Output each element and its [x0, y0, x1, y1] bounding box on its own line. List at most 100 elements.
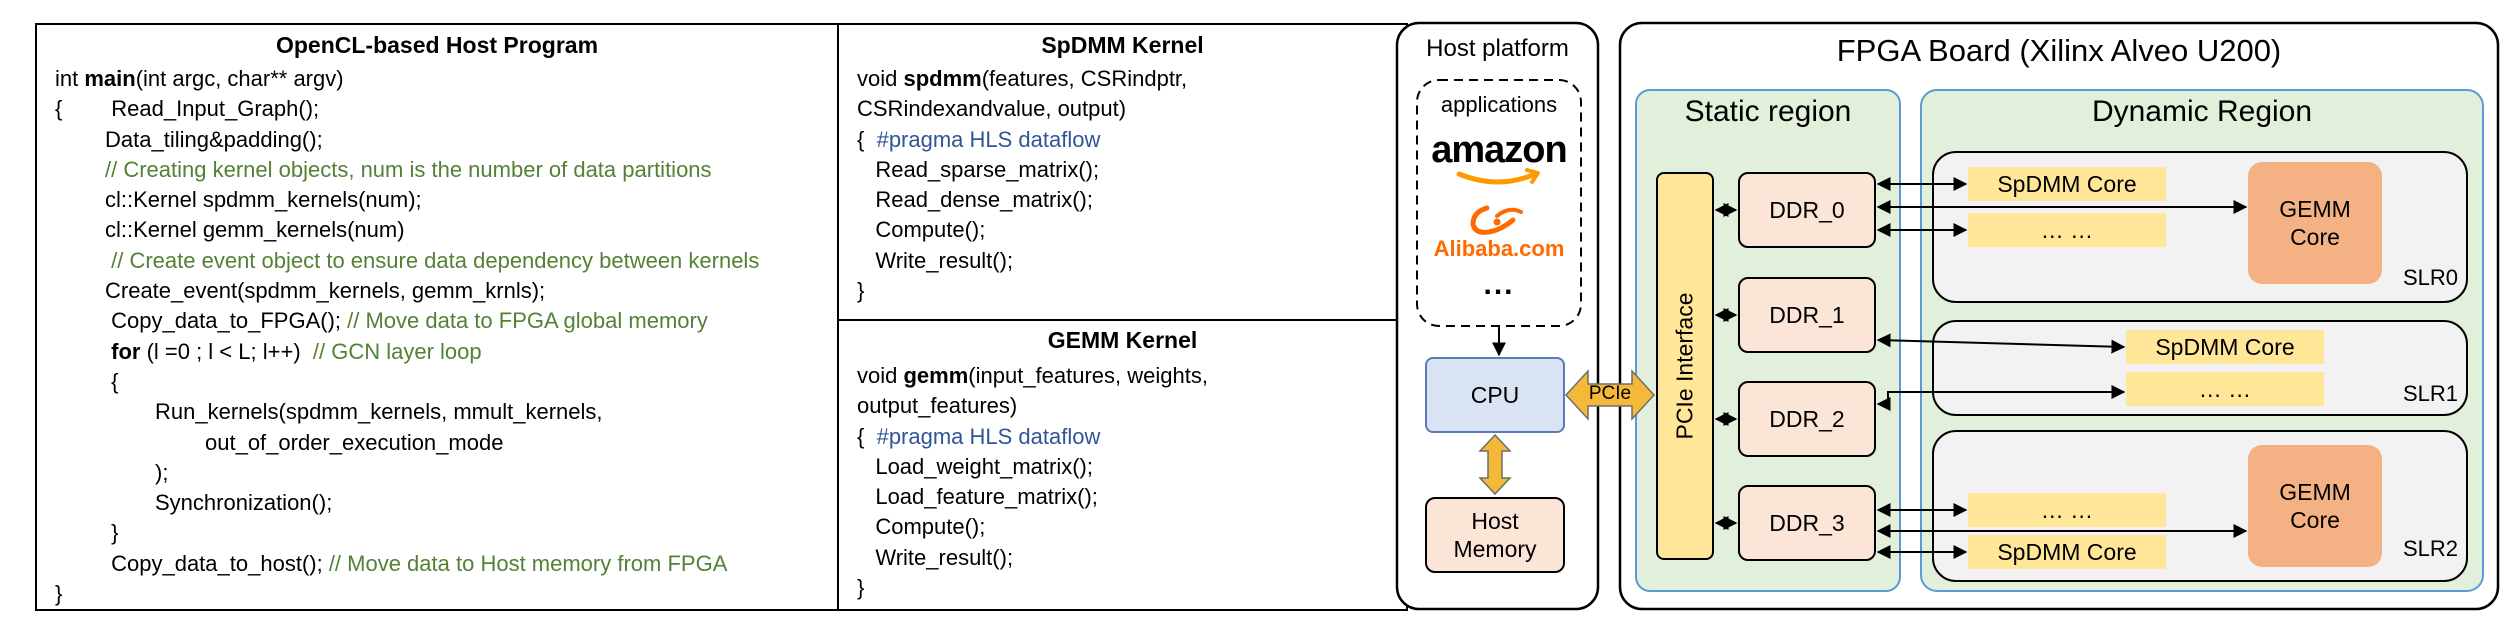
- code-text: Compute();: [857, 217, 986, 243]
- code-comment: // GCN layer loop: [312, 338, 482, 364]
- spdmm-kernel-panel: SpDMM Kernel void spdmm(features, CSRind…: [837, 23, 1408, 321]
- pcie-link-label: PCIe: [1588, 383, 1632, 404]
- gemm-kernel-code: void gemm(input_features, weights,output…: [857, 361, 1208, 603]
- code-text: Read_dense_matrix();: [857, 187, 1093, 213]
- code-text: {: [105, 368, 119, 394]
- code-line: void gemm(input_features, weights,: [857, 361, 1208, 391]
- host-program-title: OpenCL-based Host Program: [275, 32, 599, 58]
- code-text: Compute();: [857, 514, 986, 540]
- code-line: for (l =0 ; l < L; l++) // GCN layer loo…: [55, 337, 759, 367]
- code-text: {: [857, 126, 877, 152]
- code-keyword: gemm: [903, 363, 969, 388]
- code-line: // Creating kernel objects, num is the n…: [55, 155, 759, 185]
- code-line: { #pragma HLS dataflow: [857, 125, 1187, 155]
- code-line: out_of_order_execution_mode: [55, 428, 759, 458]
- code-comment: // Creating kernel objects, num is the n…: [105, 156, 712, 182]
- slr0-label: SLR0: [2403, 265, 2459, 290]
- code-line: // Create event object to ensure data de…: [55, 246, 759, 276]
- gemm-kernel-panel: GEMM Kernel void gemm(input_features, we…: [837, 319, 1408, 611]
- code-line: }: [857, 276, 1187, 306]
- code-comment: // Create event object to ensure data de…: [105, 247, 760, 273]
- code-comment: // Move data to FPGA global memory: [347, 308, 708, 334]
- code-line: Copy_data_to_FPGA(); // Move data to FPG…: [55, 306, 759, 336]
- cpu-memory-link: [1478, 433, 1512, 496]
- code-line: Read_dense_matrix();: [857, 185, 1187, 215]
- code-text: }: [857, 278, 865, 304]
- code-text: Data_tiling&padding();: [105, 126, 323, 152]
- code-text: }: [55, 581, 63, 607]
- code-line: Run_kernels(spdmm_kernels, mmult_kernels…: [55, 397, 759, 427]
- code-text: Create_event(spdmm_kernels, gemm_krnls);: [105, 278, 546, 304]
- code-text: Read_sparse_matrix();: [857, 156, 1100, 182]
- slr2-gemm-label-line1: GEMM: [2279, 479, 2351, 505]
- slr0-gemm-core: GEMM Core: [2248, 162, 2382, 284]
- code-text: Write_result();: [857, 544, 1014, 570]
- code-text: int: [55, 66, 85, 91]
- amazon-logo: amazon: [1417, 130, 1581, 192]
- code-pragma: #pragma HLS dataflow: [876, 423, 1101, 449]
- code-line: output_features): [857, 391, 1208, 421]
- code-line: { #pragma HLS dataflow: [857, 422, 1208, 452]
- code-text: (input_features, weights,: [968, 363, 1208, 388]
- pcie-link-arrow: [1564, 369, 1656, 421]
- code-line: Write_result();: [857, 543, 1208, 573]
- code-text: { Read_Input_Graph();: [55, 96, 320, 122]
- code-line: }: [55, 518, 759, 548]
- code-line: CSRindexandvalue, output): [857, 94, 1187, 124]
- host-memory-label-line2: Memory: [1453, 536, 1537, 562]
- host-platform-title: Host platform: [1426, 35, 1569, 62]
- ddr2-cores-path: [1876, 385, 2126, 411]
- code-line: Compute();: [857, 512, 1208, 542]
- slr0-spdmm-core: SpDMM Core: [1968, 167, 2166, 201]
- alibaba-wordmark: Alibaba.com: [1433, 236, 1565, 261]
- slr2-more-cores: … …: [1968, 493, 2166, 527]
- code-line: int main(int argc, char** argv): [55, 64, 759, 94]
- amazon-wordmark: amazon: [1431, 129, 1567, 171]
- code-line: Copy_data_to_host(); // Move data to Hos…: [55, 549, 759, 579]
- spdmm-kernel-title: SpDMM Kernel: [1041, 32, 1204, 58]
- code-text: (features, CSRindptr,: [981, 66, 1188, 91]
- code-text: (l =0 ; l < L; l++): [140, 338, 313, 364]
- host-program-code: int main(int argc, char** argv){ Read_In…: [55, 64, 759, 609]
- slr2-gemm-core: GEMM Core: [2248, 445, 2382, 567]
- code-text: CSRindexandvalue, output): [857, 96, 1127, 122]
- code-keyword: main: [84, 66, 136, 91]
- slr0-more-cores: … …: [1968, 213, 2166, 247]
- code-text: Copy_data_to_host();: [105, 550, 329, 576]
- ddr-1-box: DDR_1: [1738, 277, 1876, 353]
- code-keyword: spdmm: [903, 66, 982, 91]
- code-line: Write_result();: [857, 246, 1187, 276]
- ddr-3-box: DDR_3: [1738, 485, 1876, 561]
- slr2-label: SLR2: [2403, 536, 2459, 561]
- code-line: Load_weight_matrix();: [857, 452, 1208, 482]
- code-pragma: #pragma HLS dataflow: [876, 126, 1101, 152]
- code-line: Synchronization();: [55, 488, 759, 518]
- code-line: void spdmm(features, CSRindptr,: [857, 64, 1187, 94]
- alibaba-mark-icon: [1470, 205, 1523, 235]
- code-line: cl::Kernel gemm_kernels(num): [55, 215, 759, 245]
- more-applications-ellipsis: ...: [1483, 268, 1515, 301]
- amazon-smile-icon: [1456, 168, 1540, 185]
- slr0-gemm-label-line2: Core: [2290, 224, 2340, 250]
- code-text: output_features): [857, 393, 1018, 419]
- code-line: Load_feature_matrix();: [857, 482, 1208, 512]
- slr1-spdmm-core: SpDMM Core: [2126, 330, 2324, 364]
- applications-label: applications: [1440, 92, 1558, 117]
- slr1-label: SLR1: [2403, 381, 2459, 406]
- code-text: Run_kernels(spdmm_kernels, mmult_kernels…: [155, 399, 603, 425]
- host-program-panel: OpenCL-based Host Program int main(int a…: [35, 23, 839, 611]
- cpu-box: CPU: [1425, 357, 1565, 433]
- code-text: (int argc, char** argv): [135, 66, 344, 91]
- code-text: Load_weight_matrix();: [857, 453, 1093, 479]
- code-comment: // Move data to Host memory from FPGA: [328, 550, 728, 576]
- alibaba-logo: Alibaba.com: [1417, 198, 1581, 266]
- host-memory-label-line1: Host: [1471, 508, 1519, 534]
- code-line: }: [857, 573, 1208, 603]
- code-line: Compute();: [857, 215, 1187, 245]
- code-text: void: [857, 363, 904, 388]
- code-line: Create_event(spdmm_kernels, gemm_krnls);: [55, 276, 759, 306]
- code-text: Copy_data_to_FPGA();: [105, 308, 348, 334]
- code-text: cl::Kernel gemm_kernels(num): [105, 217, 405, 243]
- pcie-interface-box: PCIe Interface: [1656, 172, 1714, 560]
